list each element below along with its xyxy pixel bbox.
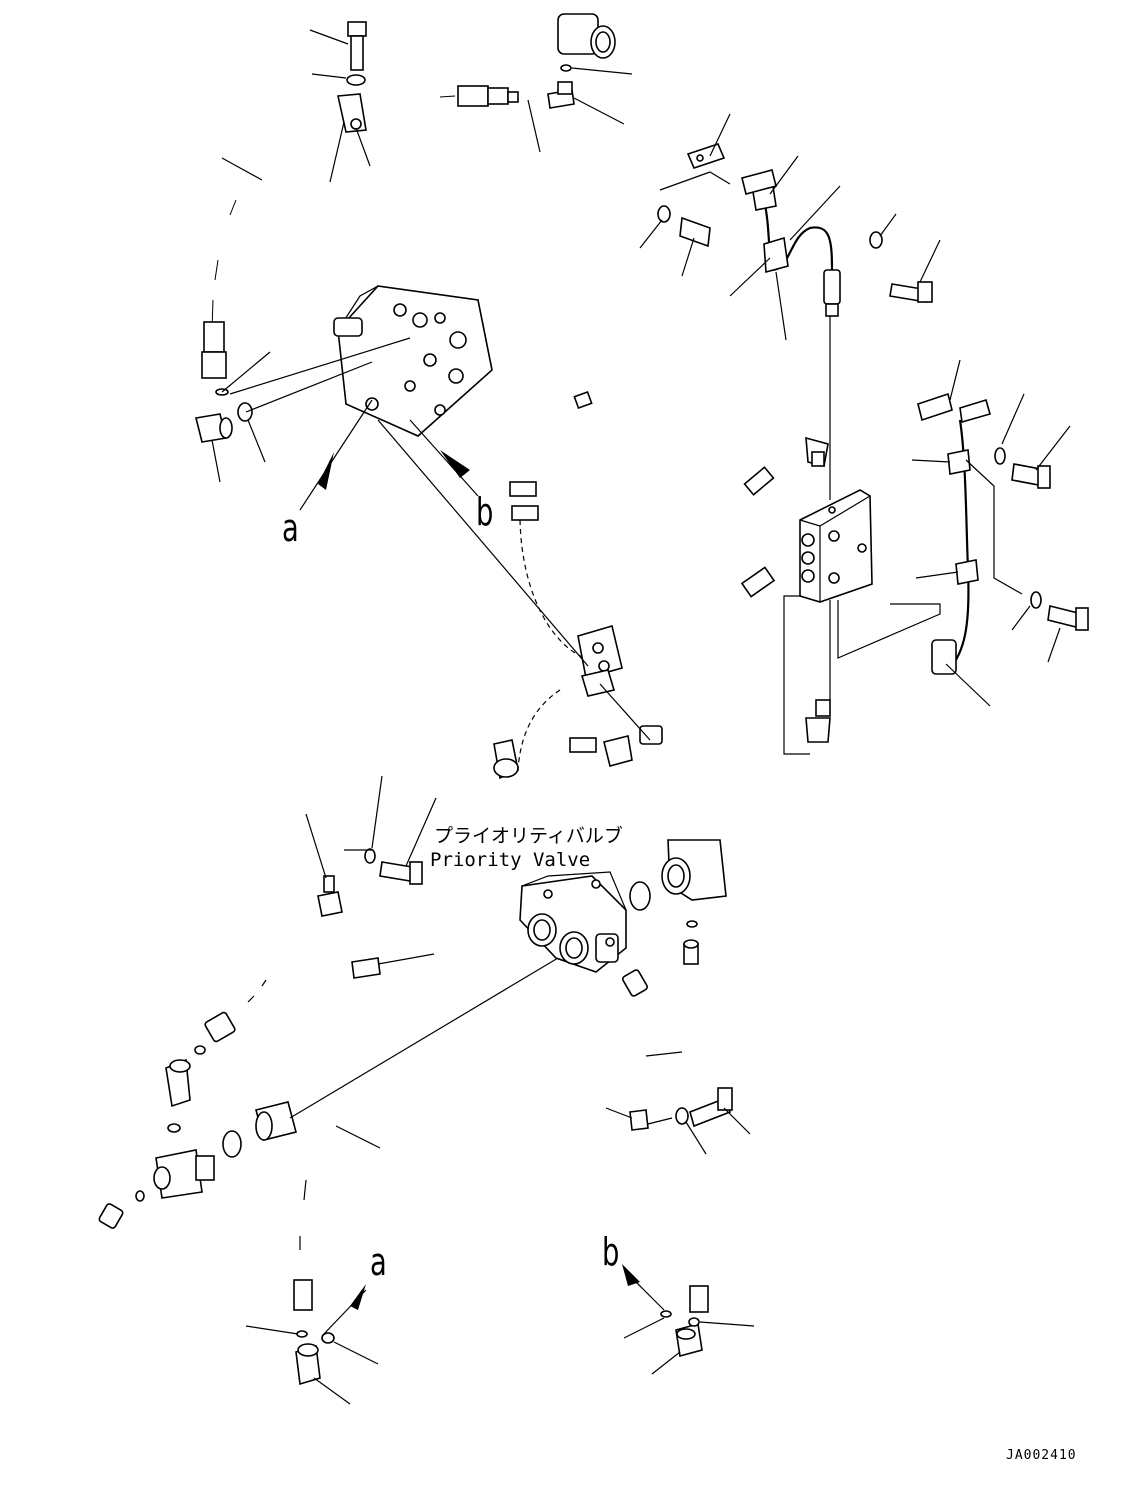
right-valve-block [783, 300, 941, 755]
priority-valve-label-jp: プライオリティバルブ [434, 825, 623, 847]
view-label-a-top: a [282, 506, 299, 550]
control-valve-block [229, 285, 493, 511]
priority-valve [519, 839, 727, 973]
top-left-hose-assembly [195, 21, 519, 483]
view-label-b-top: b [476, 490, 494, 534]
center-hose-routing [377, 390, 829, 780]
top-hose-elbow [464, 5, 633, 153]
view-label-a-bottom: a [370, 1240, 387, 1284]
bottom-left-hose-assembly [66, 775, 559, 1405]
priority-valve-label-en: Priority Valve [430, 849, 591, 871]
sensor-cable-upper [639, 113, 941, 341]
drawing-code: JA002410 [1006, 1448, 1077, 1463]
sensor-cable-lower [911, 359, 1089, 707]
bottom-right-hose-assembly [605, 969, 755, 1375]
view-label-b-bottom: b [602, 1230, 620, 1274]
